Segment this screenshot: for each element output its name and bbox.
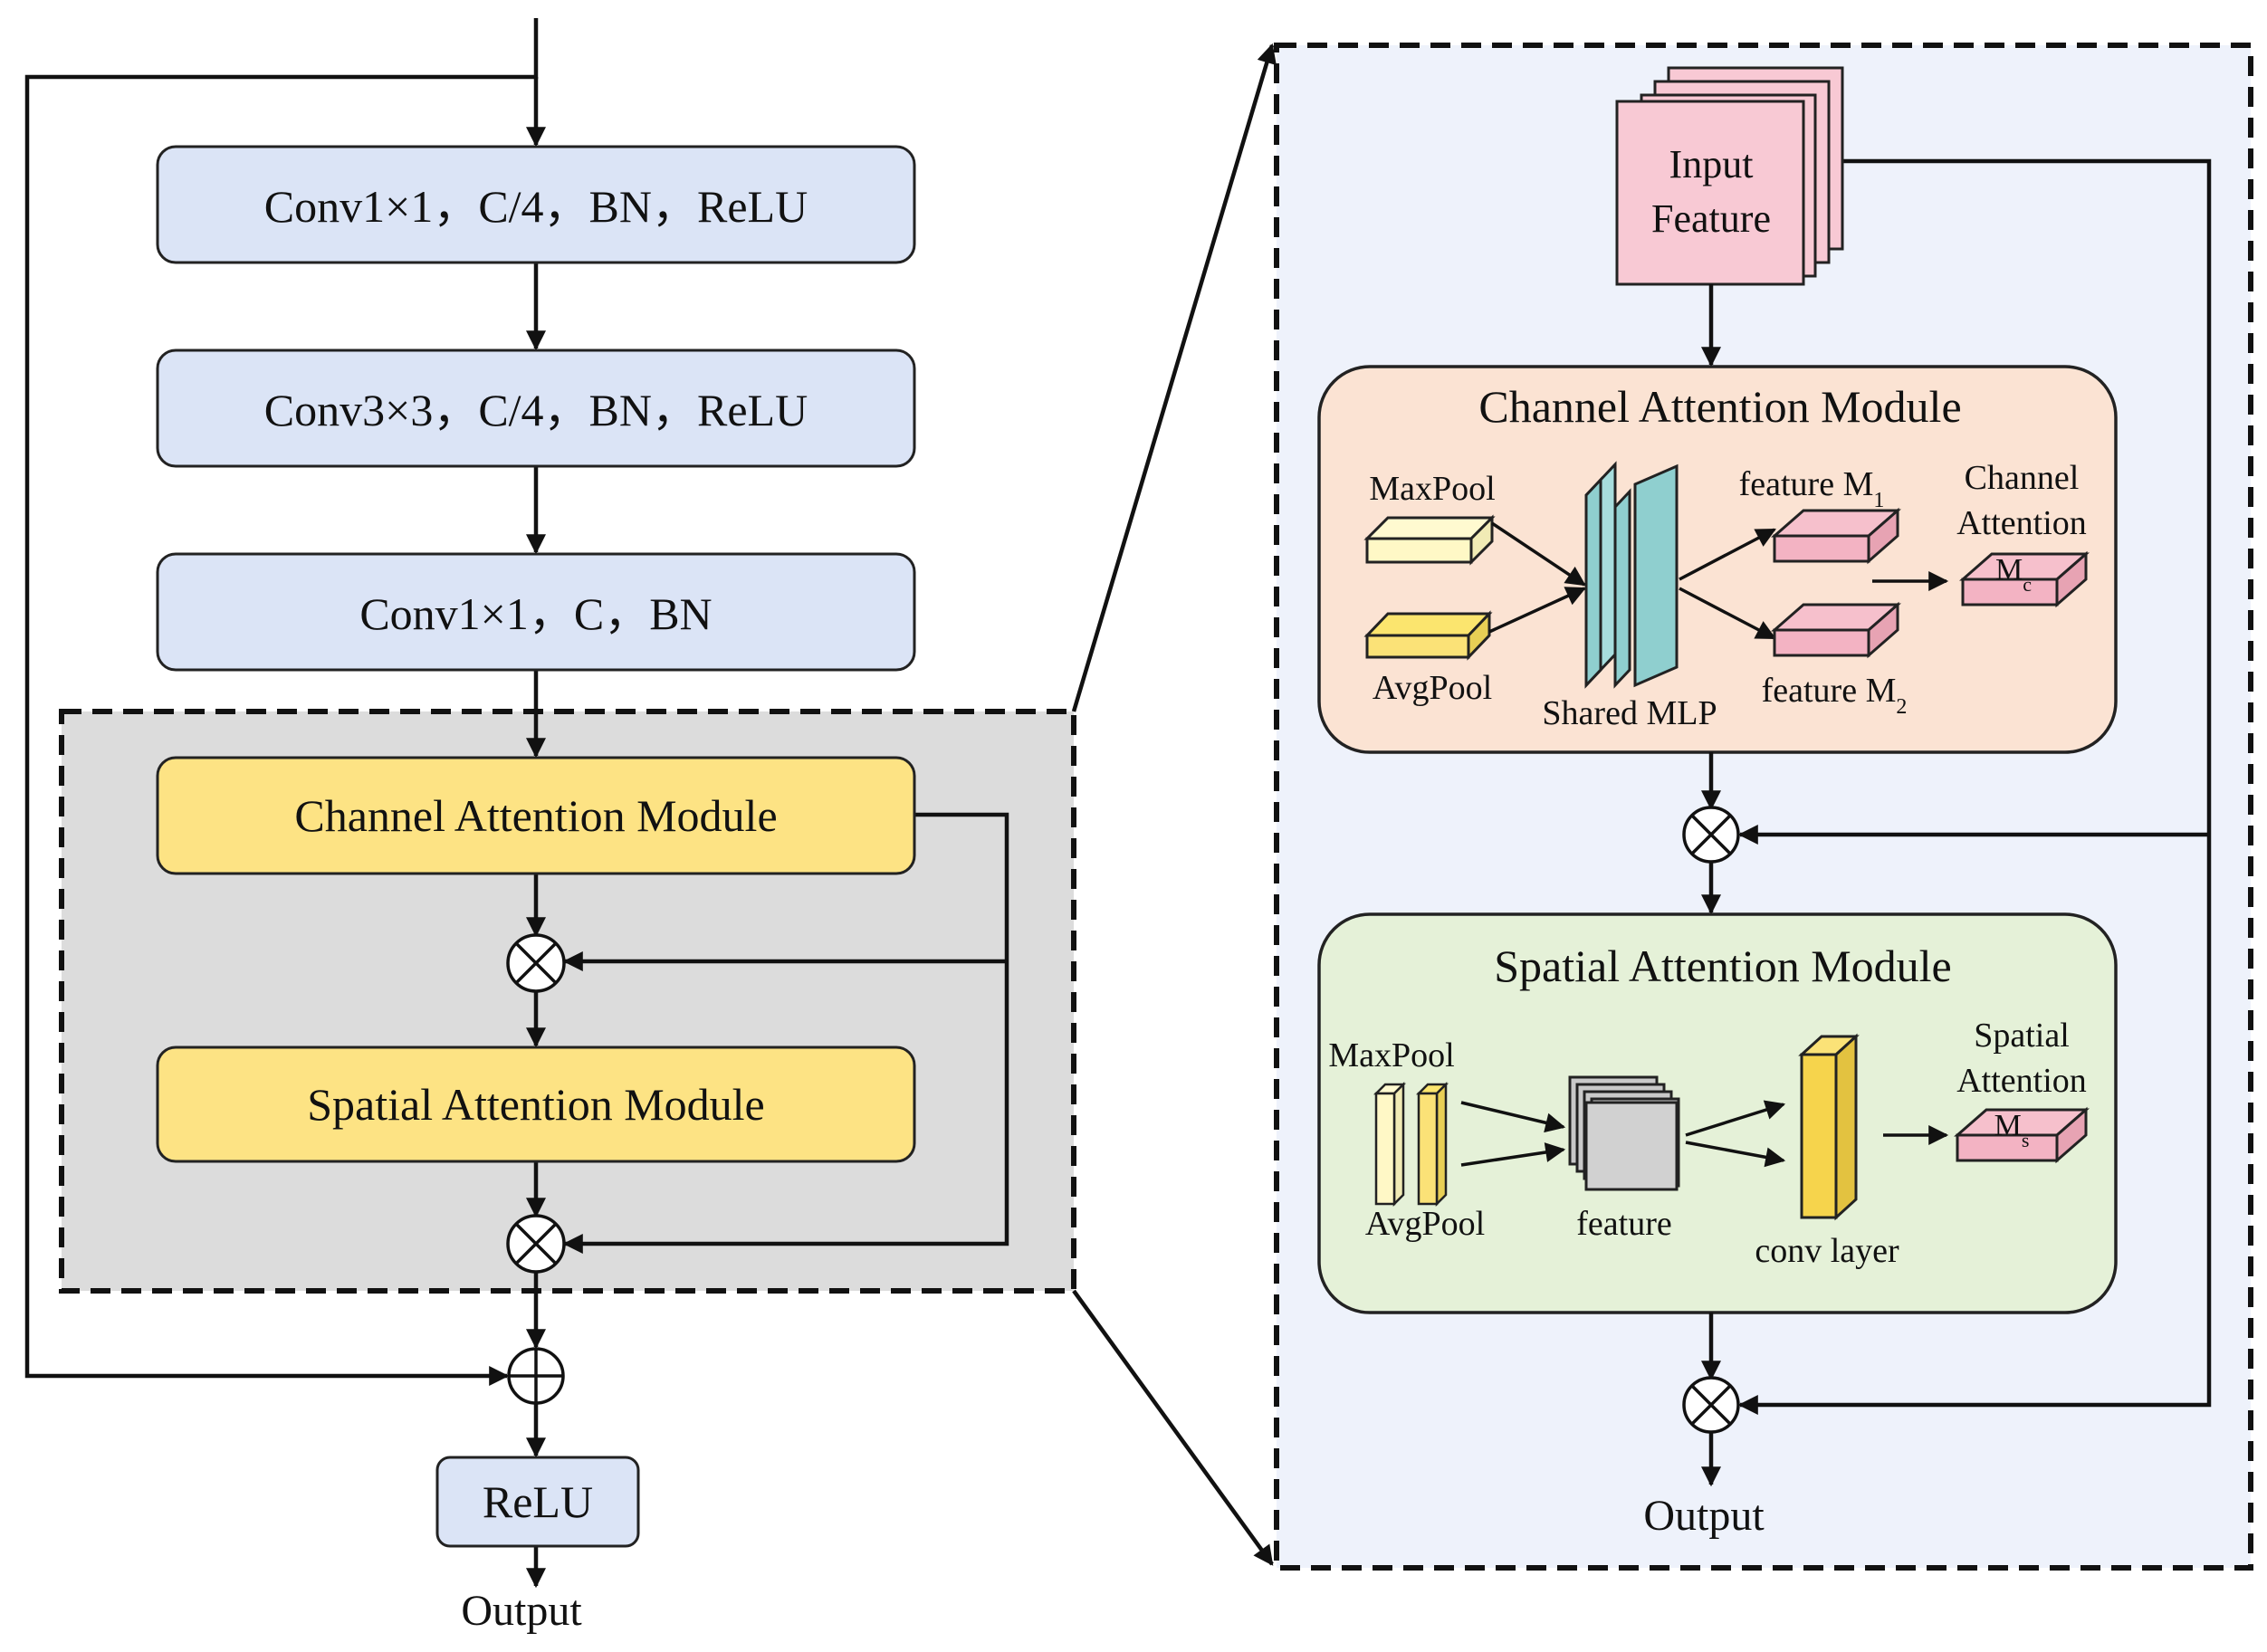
add-op-icon [507,1347,565,1405]
conv-layer-slab [1798,1033,1860,1221]
multiply-op-icon [506,1214,566,1274]
spatial-attention-label-1: Spatial [1974,1017,2070,1055]
sam-feature-label: feature [1576,1205,1671,1243]
cam-bypass-line [562,812,1009,1254]
feature-m2-label: feature M2 [1762,672,1908,719]
sam-detail-title: Spatial Attention Module [1494,941,1952,991]
conv1x1-reduce-box [156,145,916,264]
zoom-line-bottom [1072,1289,1274,1566]
spatial-attention-label: Spatial Attention Module [307,1079,765,1130]
mc-label: Mc [1995,553,2032,596]
zoom-line-top [1071,43,1277,712]
maxpool-block [1363,514,1496,566]
arrow-avgpool-feature [1460,1142,1566,1167]
conv1x1-expand-label: Conv1×1，C，BN [359,588,712,639]
cam-avgpool-label: AvgPool [1373,669,1492,707]
arrow-mlp-m2 [1679,587,1776,640]
relu-box [435,1456,640,1548]
cam-maxpool-label: MaxPool [1369,470,1495,508]
attention-panel-border [59,709,1076,1294]
channel-attention-label: Channel Attention Module [294,790,777,841]
left-output-label: Output [461,1587,582,1635]
sam-avgpool-slab [1415,1081,1449,1208]
conv3x3-box [156,349,916,468]
conv1x1-reduce-label: Conv1×1，C/4，BN，ReLU [264,181,808,232]
sam-detail-panel [1317,912,2118,1314]
conv1x1-expand-box [156,552,916,672]
mc-block [1959,550,2090,608]
sam-maxpool-slab [1373,1081,1407,1208]
feature-m1-block [1771,507,1901,565]
arrow-avgpool-mlp [1488,587,1587,634]
ms-block [1954,1106,2090,1164]
input-feature-stack [1615,66,1844,286]
detail-panel: Input Feature Channel Attention Module M… [1274,43,2253,1571]
conv3x3-label: Conv3×3，C/4，BN，ReLU [264,385,808,435]
arrow-mlp-m1 [1679,528,1776,581]
multiply-op-icon [1682,806,1740,864]
channel-attention-label-1: Channel [1965,459,2080,497]
sam-maxpool-label: MaxPool [1328,1036,1454,1074]
shared-mlp-label: Shared MLP [1542,694,1717,732]
feature-m1-label: feature M1 [1739,465,1885,512]
channel-attention-label-2: Attention [1956,504,2087,542]
sam-feature-stack [1568,1075,1680,1191]
ms-label: Ms [1994,1109,2030,1151]
input-feature-label-1: Input [1669,142,1754,186]
avgpool-block [1363,610,1493,661]
arrow-feature-conv-1 [1685,1100,1786,1137]
left-block: Conv1×1，C/4，BN，ReLU Conv3×3，C/4，BN，ReLU … [24,18,1076,1635]
conv-layer-label: conv layer [1755,1232,1899,1270]
shared-mlp-icon [1584,461,1679,689]
cam-detail-title: Channel Attention Module [1478,381,1961,432]
detail-panel-border [1274,43,2253,1571]
arrow-maxpool-feature [1460,1101,1566,1133]
feature-m2-block [1771,601,1901,659]
multiply-op-icon [506,933,566,993]
sam-avgpool-label: AvgPool [1365,1205,1485,1243]
relu-label: ReLU [483,1476,593,1527]
input-feature-label-2: Feature [1651,196,1771,241]
arrow-maxpool-mlp [1491,521,1586,587]
multiply-op-icon [1682,1376,1740,1434]
spatial-attention-box [156,1046,916,1163]
right-output-label: Output [1643,1492,1765,1540]
arrow-feature-conv-2 [1685,1141,1786,1168]
channel-attention-box [156,756,916,875]
spatial-attention-label-2: Attention [1956,1062,2087,1100]
residual-skip-line [24,18,539,1386]
input-bypass-line [1737,158,2212,1415]
